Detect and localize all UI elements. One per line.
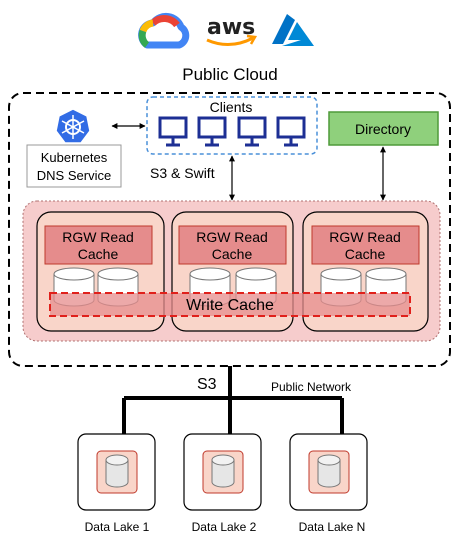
s3-swift-label: S3 & Swift: [150, 165, 215, 181]
read-cache-label-line2: Cache: [78, 246, 119, 262]
write-cache-label: Write Cache: [186, 297, 274, 314]
data-lake-label: Data Lake 1: [85, 520, 150, 534]
clients-group: [146, 96, 318, 155]
kubernetes-icon: [55, 108, 91, 144]
database-icon: [211, 454, 235, 488]
read-cache-label-line2: Cache: [212, 246, 253, 262]
data-lake-label: Data Lake N: [299, 520, 366, 534]
clients-label: Clients: [210, 99, 253, 115]
directory-label: Directory: [355, 121, 411, 137]
s3-network-label: S3: [197, 376, 217, 393]
database-icon: [105, 454, 129, 488]
data-lake-n: Data Lake N: [289, 433, 368, 534]
read-cache-label-line2: Cache: [345, 246, 386, 262]
public-cloud-title: Public Cloud: [182, 65, 277, 84]
monitor-icon: [237, 116, 267, 147]
read-cache-label-line1: RGW Read: [329, 229, 401, 245]
database-icon: [317, 454, 341, 488]
kubernetes-label-line2: DNS Service: [37, 168, 111, 183]
data-lake-1: Data Lake 1: [77, 433, 156, 534]
write-cache-band: [49, 292, 411, 317]
data-lake-label: Data Lake 2: [192, 520, 257, 534]
monitor-icon: [197, 116, 227, 147]
monitor-icon: [276, 116, 306, 147]
azure-icon: [272, 14, 314, 46]
monitor-icon: [158, 116, 188, 147]
read-cache-label-line1: RGW Read: [196, 229, 268, 245]
directory-box: [328, 111, 439, 146]
aws-logo: aws: [206, 15, 258, 46]
data-lake-2: Data Lake 2: [183, 433, 262, 534]
google-cloud-icon: [138, 12, 190, 49]
kubernetes-dns-box: [26, 144, 122, 188]
kubernetes-label-line1: Kubernetes: [41, 150, 108, 165]
public-network-label: Public Network: [271, 380, 352, 394]
read-cache-label-line1: RGW Read: [62, 229, 134, 245]
